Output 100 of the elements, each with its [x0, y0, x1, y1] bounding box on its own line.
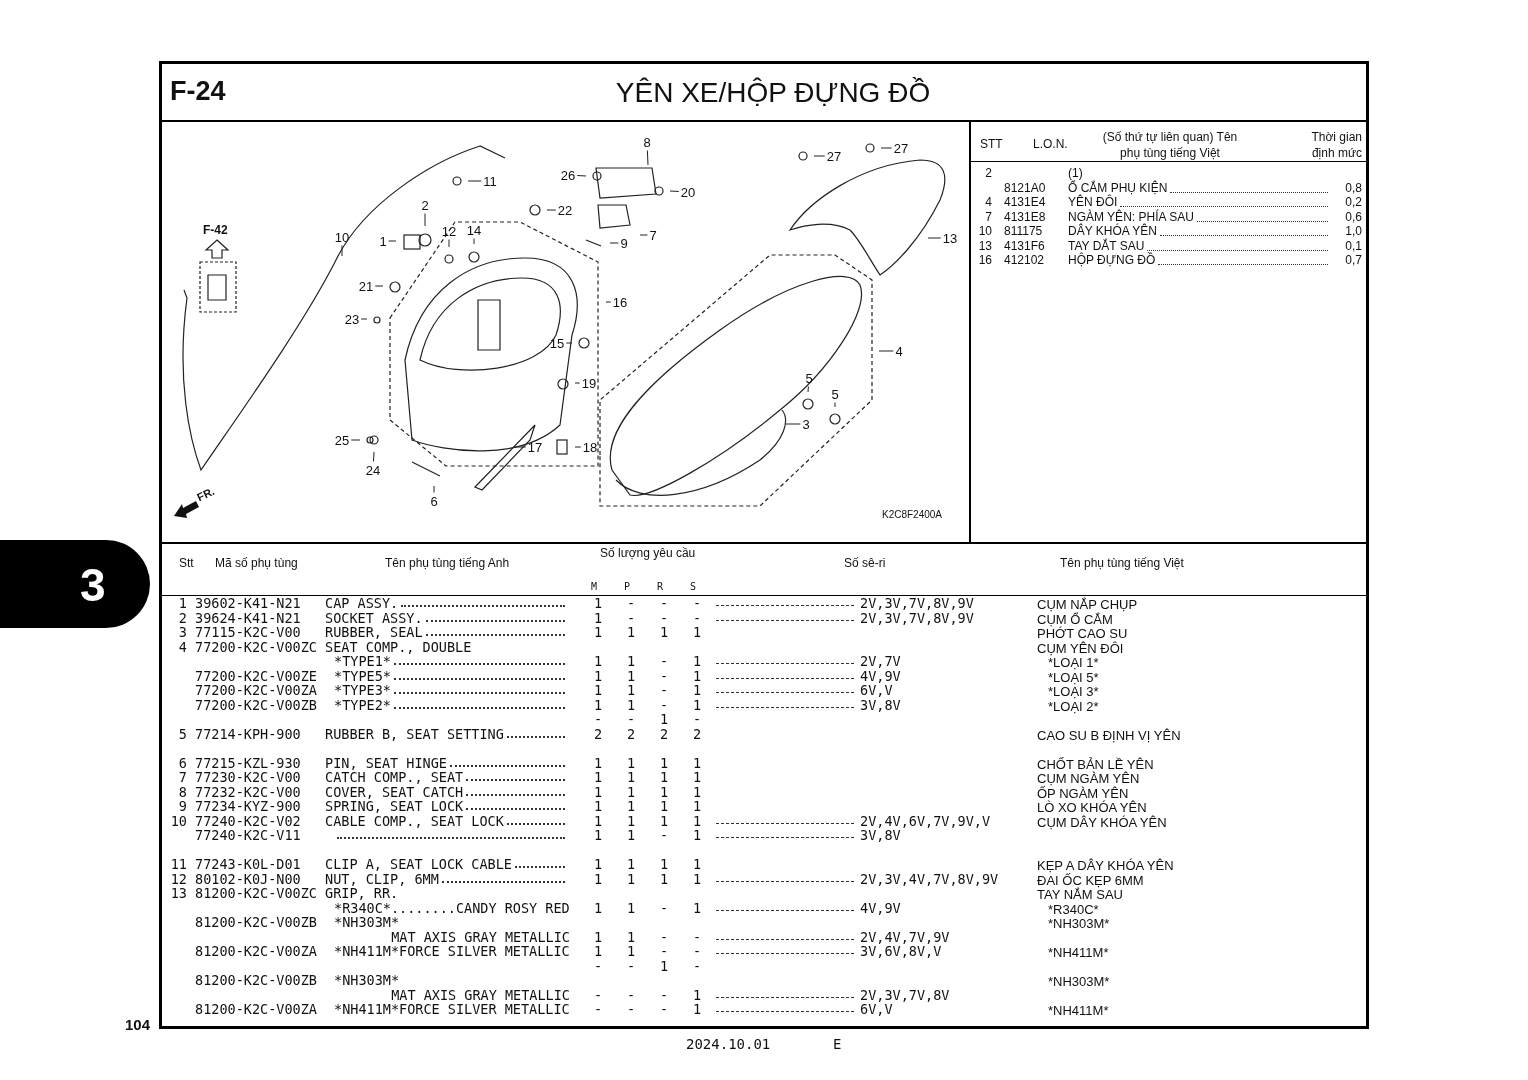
quantity: 2: [625, 727, 637, 741]
quantity: 1: [592, 597, 604, 611]
quantity: 1: [625, 756, 637, 770]
code-number: 4131E8: [1004, 210, 1046, 223]
quantity: 1: [691, 901, 703, 915]
row-number: 1: [177, 597, 187, 611]
edition-mark: E: [833, 1037, 842, 1051]
part-name: SEAT COMP., DOUBLE: [325, 640, 472, 654]
callout-number: 22: [556, 202, 574, 218]
part-name: MAT AXIS GRAY METALLIC: [391, 988, 570, 1002]
quantity: 1: [592, 626, 604, 640]
quantity: 1: [691, 771, 703, 785]
leader-line: [350, 439, 361, 441]
callout-number: 24: [364, 462, 382, 478]
leader-line: [576, 175, 587, 177]
part-name: COVER, SEAT CATCH: [325, 785, 464, 799]
column-header: STT: [980, 138, 1003, 150]
quantity: 1: [625, 626, 637, 640]
part-name: *NH411M*FORCE SILVER METALLIC: [334, 1003, 570, 1017]
quantity: 1: [625, 771, 637, 785]
row-number: 5: [177, 727, 187, 741]
serial-number: 2V,3V,7V,8V,9V: [860, 611, 974, 625]
leader-line: [639, 234, 648, 236]
row-number: 13: [977, 239, 992, 252]
part-number: 77200-K2C-V00ZB: [195, 698, 317, 712]
part-number: 80102-K0J-N00: [195, 872, 301, 886]
quantity: 1: [625, 698, 637, 712]
part-name: *NH411M*FORCE SILVER METALLIC: [334, 945, 570, 959]
part-name: PIN, SEAT HINGE: [325, 756, 447, 770]
callout-number: 14: [465, 222, 483, 238]
quantity: 1: [592, 945, 604, 959]
quantity: -: [592, 959, 604, 973]
vietnamese-name: CỤM NẮP CHỤP: [1037, 598, 1138, 611]
code-number: 4131E4: [1004, 196, 1046, 208]
quantity: -: [691, 930, 703, 944]
quantity: 1: [592, 858, 604, 872]
part-name: MAT AXIS GRAY METALLIC: [391, 930, 570, 944]
serial-number: 2V,3V,4V,7V,8V,9V: [860, 872, 999, 886]
callout-number: 21: [357, 278, 375, 294]
quantity: 1: [658, 756, 670, 770]
row-number: 2: [177, 611, 187, 625]
vietnamese-name: ĐAI ỐC KẸP 6MM: [1037, 873, 1144, 887]
column-header: Mã số phụ tùng: [215, 557, 298, 569]
quantity: -: [658, 597, 670, 611]
part-number: 77200-K2C-V00ZE: [195, 669, 317, 683]
quantity: 1: [658, 959, 670, 973]
part-number: 77240-K2C-V02: [195, 814, 301, 828]
leader-line: [834, 402, 836, 408]
part-number: 81200-K2C-V00ZB: [195, 916, 317, 930]
quantity: -: [658, 698, 670, 712]
column-header: P: [623, 582, 631, 592]
quantity: -: [658, 988, 670, 1002]
serial-number: 2V,3V,7V,8V: [860, 988, 950, 1002]
quantity: 1: [592, 930, 604, 944]
callout-number: 27: [892, 140, 910, 156]
vietnamese-name: CỤM DÂY KHÓA YÊN: [1037, 815, 1167, 829]
column-header: Thời gian định mức: [1310, 129, 1362, 161]
vietnamese-name: *NH303M*: [1048, 975, 1110, 988]
quantity: -: [658, 1003, 670, 1017]
part-name: CABLE COMP., SEAT LOCK: [325, 814, 504, 828]
quantity: -: [625, 611, 637, 625]
part-name: CATCH COMP., SEAT: [325, 771, 464, 785]
part-name: HỘP ĐỰNG ĐỒ: [1068, 254, 1156, 266]
leader-line: [433, 485, 435, 493]
leader-line: [605, 301, 612, 303]
vietnamese-name: KẸP A DÂY KHÓA YÊN: [1037, 859, 1174, 872]
row-number: 11: [169, 858, 187, 872]
part-name: CLIP A, SEAT LOCK CABLE: [325, 858, 512, 872]
vietnamese-name: *NH411M*: [1048, 1004, 1109, 1017]
column-header: (Số thứ tự liên quan) Tên phụ tùng tiếng Việt: [1101, 129, 1239, 161]
quantity: 1: [625, 872, 637, 886]
leader-line: [514, 446, 527, 448]
part-number: 77215-KZL-930: [195, 756, 301, 770]
part-name: TAY DẮT SAU: [1068, 239, 1145, 252]
leader-line: [669, 190, 680, 192]
part-number: 81200-K2C-V00ZA: [195, 945, 317, 959]
quantity: 1: [592, 611, 604, 625]
quantity: 1: [592, 785, 604, 799]
quantity: 1: [691, 669, 703, 683]
serial-number: 4V,9V: [860, 901, 901, 915]
quantity: -: [691, 945, 703, 959]
vietnamese-name: CỤM Ổ CẮM: [1037, 612, 1113, 626]
labor-time: 1,0: [1344, 225, 1362, 237]
leader-line: [467, 180, 482, 182]
quantity: 2: [592, 727, 604, 741]
quantity: 1: [625, 945, 637, 959]
reference-label: F-42: [203, 224, 228, 236]
quantity: 1: [625, 800, 637, 814]
part-number: 77234-KYZ-900: [195, 800, 301, 814]
leader-line: [878, 350, 894, 352]
quantity: -: [691, 611, 703, 625]
leader-line: [609, 242, 619, 244]
column-header: Tên phụ tùng tiếng Việt: [1060, 557, 1184, 569]
callout-number: 5: [804, 370, 814, 386]
quantity: 1: [592, 829, 604, 843]
code-number: 8121A0: [1004, 181, 1046, 194]
section-number: 3: [80, 562, 106, 608]
quantity: -: [691, 597, 703, 611]
vietnamese-name: CỤM NGÀM YÊN: [1037, 772, 1140, 785]
part-number: 77200-K2C-V00ZC: [195, 640, 317, 654]
